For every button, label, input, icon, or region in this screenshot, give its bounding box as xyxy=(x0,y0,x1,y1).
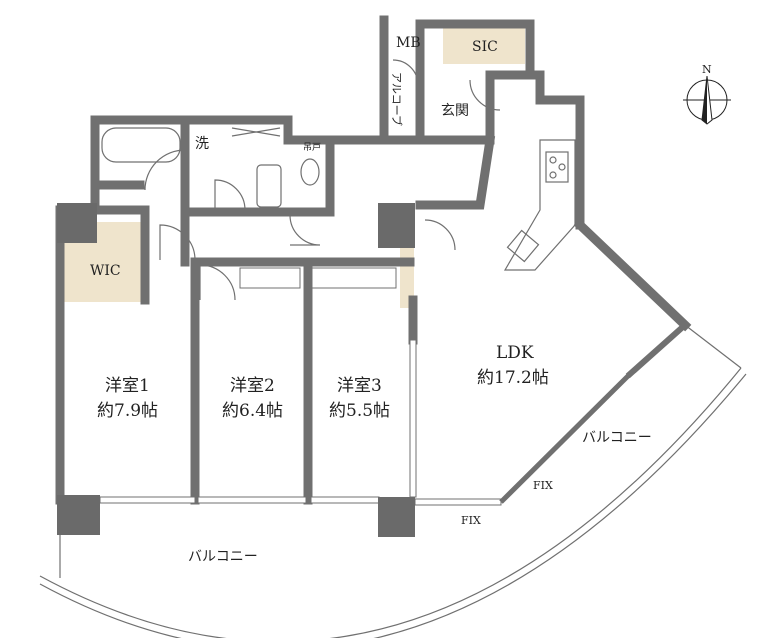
label-balcony-south: バルコニー xyxy=(188,549,258,565)
pillar xyxy=(57,203,97,243)
room-label-mb: MB xyxy=(396,35,421,51)
room-label-alcove: アルコーブ xyxy=(390,72,404,126)
north-arrow-icon: N xyxy=(683,63,731,125)
room-size-bedroom1: 約7.9帖 xyxy=(97,401,158,421)
closet-bedroom3 xyxy=(311,267,397,289)
kitchen-sink-icon xyxy=(506,229,540,263)
room-size-ldk: 約17.2帖 xyxy=(477,368,549,388)
room-label-sic: SIC xyxy=(472,39,498,55)
room-label-ldk: LDK xyxy=(496,343,534,363)
closet-bedroom2 xyxy=(239,267,301,289)
sink-icon xyxy=(256,164,282,208)
balcony-railing xyxy=(39,324,747,638)
room-label-washroom: 洗 xyxy=(195,136,209,152)
label-fix-window: FIX xyxy=(533,479,553,492)
bathtub-icon xyxy=(101,127,181,163)
walls xyxy=(55,15,692,505)
label-hanging-cabinet: 吊戸 xyxy=(303,142,321,153)
room-label-entrance: 玄関 xyxy=(441,102,469,119)
room-label-bedroom2: 洋室2 xyxy=(230,376,275,396)
room-label-wic: WIC xyxy=(90,263,121,279)
room-label-bedroom3: 洋室3 xyxy=(337,376,382,396)
toilet-icon xyxy=(300,158,320,186)
windows xyxy=(99,320,690,506)
stove-icon xyxy=(545,151,569,183)
room-size-bedroom2: 約6.4帖 xyxy=(222,401,283,421)
sic-fill xyxy=(443,28,525,64)
compass-north-label: N xyxy=(702,63,712,76)
room-size-bedroom3: 約5.5帖 xyxy=(329,401,390,421)
pillar xyxy=(378,497,415,537)
kitchen-counter xyxy=(503,139,576,271)
pillar xyxy=(57,495,100,535)
pillar xyxy=(378,203,415,248)
label-balcony-east: バルコニー xyxy=(582,430,652,446)
room-label-bedroom1: 洋室1 xyxy=(105,376,150,396)
label-fix-window: FIX xyxy=(461,514,481,527)
door-arcs xyxy=(144,59,501,301)
